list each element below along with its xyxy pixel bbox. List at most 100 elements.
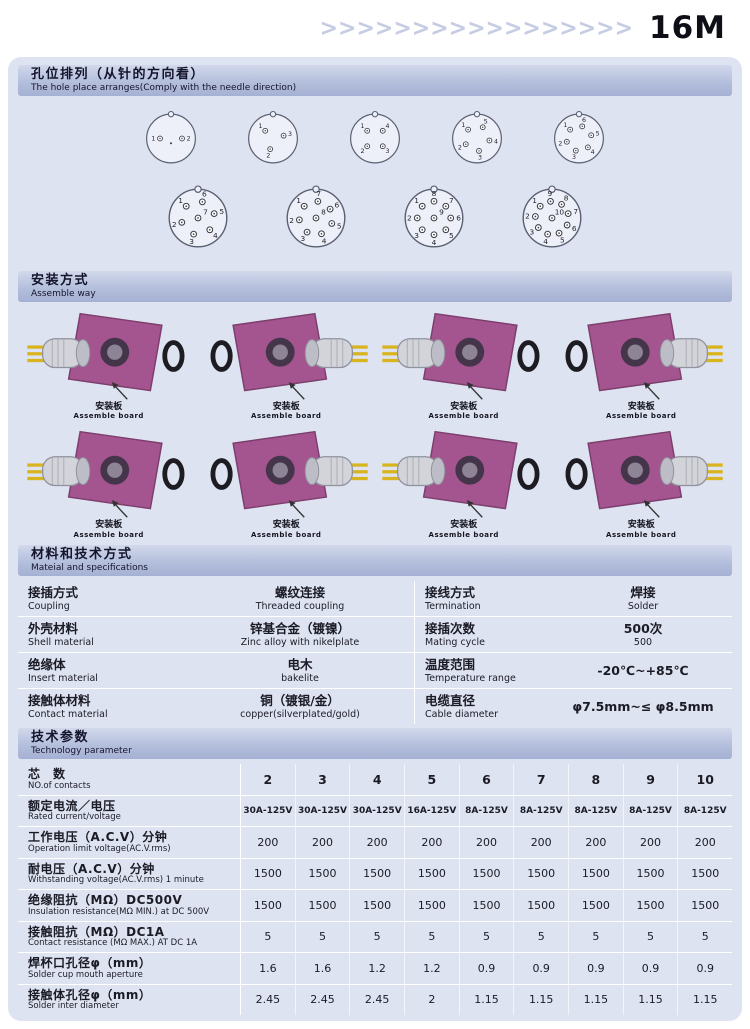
svg-text:2: 2 (266, 153, 270, 160)
svg-text:3: 3 (385, 148, 389, 155)
board-label-en: Assemble board (428, 530, 499, 539)
svg-text:1: 1 (532, 196, 537, 205)
o-ring (565, 458, 588, 491)
contact-pin (27, 470, 47, 474)
param-value-cell: 1500 (458, 890, 514, 921)
svg-text:6: 6 (334, 200, 339, 209)
svg-text:7: 7 (449, 196, 454, 205)
param-value-cell: 1.15 (677, 984, 732, 1016)
contact-pin (348, 358, 368, 363)
board-label-en: Assemble board (606, 412, 677, 421)
param-value-cell: 1500 (349, 890, 404, 921)
param-value-cell: 200 (458, 827, 514, 858)
svg-text:2: 2 (187, 136, 191, 143)
contact-pin (382, 463, 402, 468)
svg-text:1: 1 (151, 136, 155, 143)
svg-text:3: 3 (572, 154, 576, 161)
svg-text:1: 1 (563, 122, 567, 129)
svg-text:7: 7 (316, 189, 321, 198)
section-header-assemble-way: 安装方式 Assemble way (18, 271, 732, 303)
svg-text:1: 1 (259, 123, 263, 130)
svg-text:7: 7 (573, 207, 578, 216)
datasheet-panel: 孔位排列（从针的方向看） The hole place arranges(Com… (8, 57, 742, 1021)
contact-pin (27, 463, 47, 468)
spec-value: 锌基合金（镀镍）Zinc alloy with nikelplate (240, 620, 360, 648)
o-ring (210, 340, 233, 372)
pointer-arrow-icon (113, 502, 128, 519)
page-header: >>>>>>>>>>>>>>>>> 16M (0, 0, 750, 56)
param-value-cell: 2 (404, 984, 459, 1016)
svg-text:8: 8 (321, 208, 326, 217)
svg-text:4: 4 (543, 237, 548, 246)
assembly-illustration (210, 431, 368, 519)
param-value-cell: 5 (458, 921, 514, 953)
param-value-cell: 4 (349, 764, 404, 795)
svg-text:4: 4 (591, 149, 595, 156)
pointer-arrow-icon (290, 384, 306, 400)
assembly-illustration (382, 312, 540, 400)
svg-text:6: 6 (456, 213, 461, 222)
svg-text:8: 8 (432, 189, 437, 198)
svg-text:2: 2 (172, 220, 177, 229)
svg-text:3: 3 (189, 237, 194, 246)
svg-text:4: 4 (385, 123, 389, 130)
param-value-cell: 1500 (294, 858, 350, 890)
board-label-zh: 安装板 (95, 520, 123, 531)
param-value-cell: 2 (263, 771, 273, 787)
board-label-en: Assemble board (251, 530, 322, 539)
param-value-cell: 1500 (622, 890, 678, 921)
board-label-zh: 安装板 (272, 520, 300, 531)
param-value-cell: 8A-125V (622, 795, 678, 827)
board-label-zh: 安装板 (272, 402, 300, 413)
svg-text:9: 9 (439, 208, 444, 217)
param-value-cell: 30A-125V (349, 795, 404, 827)
contact-pin (382, 470, 402, 474)
pointer-arrow-icon (645, 502, 661, 519)
param-value-cell: 200 (513, 827, 568, 858)
param-value-cell: 200 (257, 835, 279, 849)
param-value-cell: 16A-125V (404, 795, 459, 827)
param-value-cell: 1.2 (349, 953, 404, 984)
o-ring (565, 340, 588, 372)
param-label: 接触体孔径φ（mm）Solder inter diameter (28, 987, 152, 1012)
svg-text:1: 1 (178, 196, 183, 205)
section-title-zh: 安装方式 (31, 273, 90, 289)
svg-text:5: 5 (337, 222, 342, 231)
param-value-cell: 5 (294, 921, 350, 953)
pointer-arrow-icon (468, 502, 483, 519)
svg-text:2: 2 (458, 144, 462, 151)
section-title-en: Technology parameter (31, 746, 132, 757)
model-number: 16M (649, 10, 726, 46)
svg-text:5: 5 (449, 231, 454, 240)
assembly-illustration (27, 431, 185, 519)
contact-pin (703, 345, 723, 349)
param-value-cell: 0.9 (622, 953, 678, 984)
contact-pin (382, 358, 402, 363)
svg-text:3: 3 (288, 131, 292, 138)
param-value-cell: 1.6 (294, 953, 350, 984)
